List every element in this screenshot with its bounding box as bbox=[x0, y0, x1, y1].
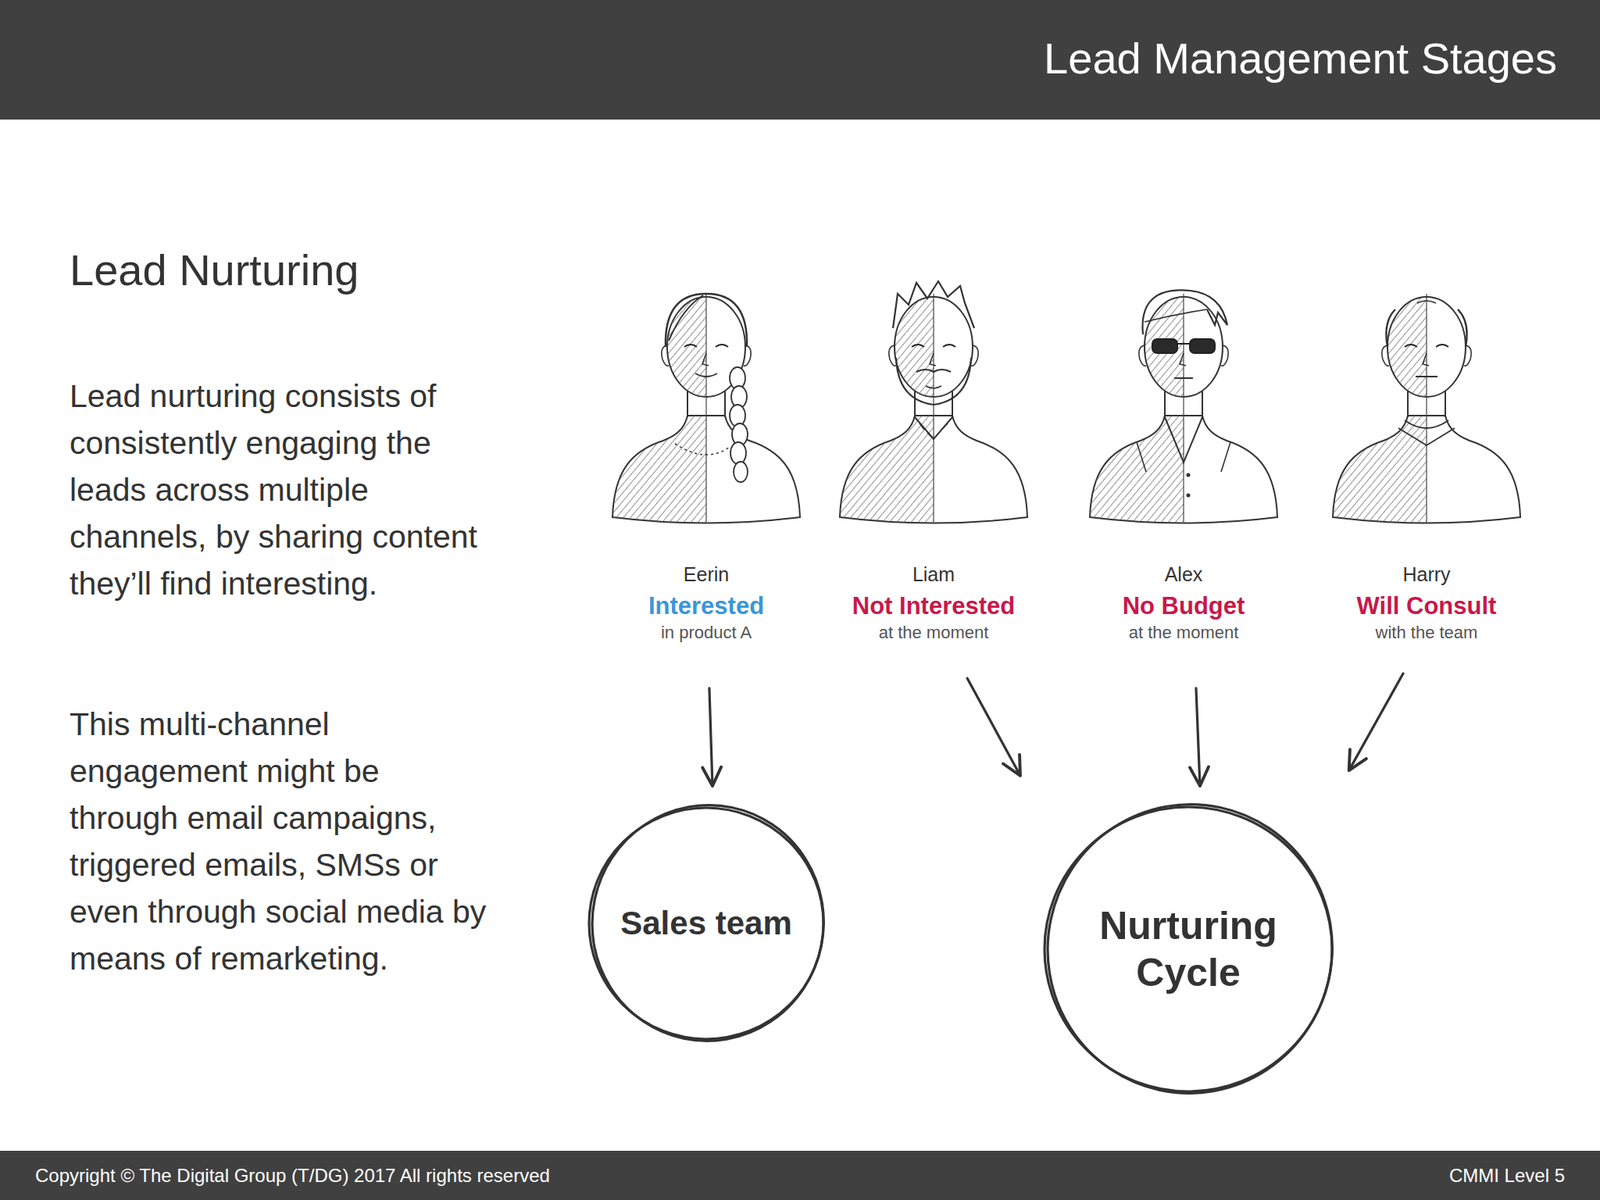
lead-profile: Alex No Budgetat the moment bbox=[1074, 289, 1293, 657]
person-name: Alex bbox=[1164, 562, 1204, 586]
flow-arrow bbox=[1196, 688, 1200, 786]
lead-status: Interested bbox=[648, 590, 765, 622]
stage-circle: Nurturing Cycle bbox=[1042, 803, 1335, 1096]
portrait-harry bbox=[1332, 293, 1521, 524]
flow-arrow bbox=[709, 688, 713, 786]
lead-profile: EerinInterestedin product A bbox=[596, 289, 816, 657]
lead-status: Will Consult bbox=[1357, 590, 1497, 622]
stage-name: Nurturing Cycle bbox=[1090, 902, 1286, 997]
portrait-liam bbox=[839, 281, 1028, 524]
status-detail: with the team bbox=[1375, 621, 1479, 644]
header-bar: Lead Management Stages bbox=[0, 0, 1600, 120]
circle-stroke bbox=[570, 783, 846, 1063]
body-paragraph: Lead nurturing consists of consistently … bbox=[69, 372, 492, 608]
circle-stroke bbox=[1021, 778, 1360, 1121]
stage-name: Sales team bbox=[620, 903, 792, 943]
footer-bar: Copyright © The Digital Group (T/DG) 201… bbox=[0, 1150, 1600, 1200]
status-detail: at the moment bbox=[878, 621, 990, 644]
section-heading: Lead Nurturing bbox=[69, 243, 359, 297]
person-name: Eerin bbox=[683, 562, 729, 586]
sketch-circle bbox=[1042, 803, 1335, 1096]
person-name: Harry bbox=[1402, 562, 1450, 586]
portrait-eerin bbox=[612, 293, 800, 524]
lead-profile: HarryWill Consultwith the team bbox=[1317, 289, 1536, 657]
person-name: Liam bbox=[912, 562, 955, 586]
lead-profile: LiamNot Interestedat the moment bbox=[824, 289, 1043, 657]
flow-arrow bbox=[1349, 673, 1404, 771]
flow-arrow bbox=[967, 678, 1021, 776]
stage-circle: Sales team bbox=[586, 803, 826, 1043]
portrait-alex bbox=[1089, 289, 1278, 523]
copyright-note: Copyright © The Digital Group (T/DG) 201… bbox=[35, 1164, 550, 1188]
lead-status: Not Interested bbox=[852, 590, 1015, 622]
lead-status: No Budget bbox=[1122, 590, 1246, 622]
footer-note: CMMI Level 5 bbox=[1449, 1164, 1565, 1188]
status-detail: at the moment bbox=[1128, 621, 1240, 644]
status-detail: in product A bbox=[660, 621, 752, 644]
slide-title: Lead Management Stages bbox=[1043, 31, 1558, 86]
body-paragraph: This multi-channel engagement might be t… bbox=[69, 700, 492, 983]
